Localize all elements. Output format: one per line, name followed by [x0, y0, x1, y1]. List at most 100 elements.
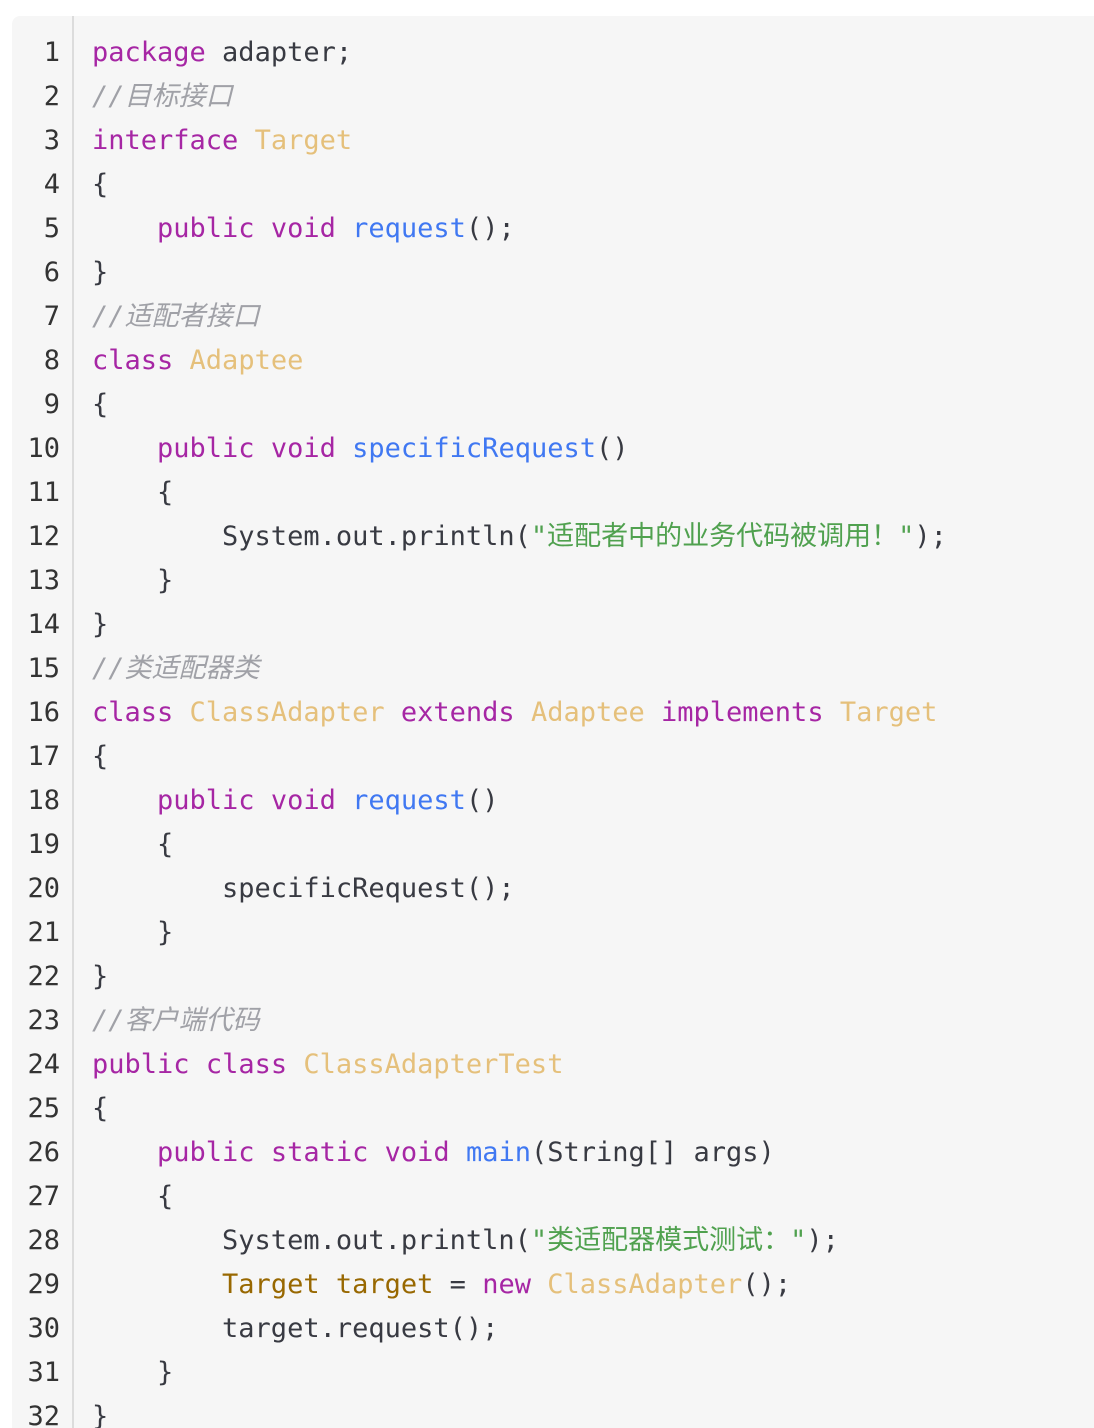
code-token: public: [157, 433, 255, 464]
code-token: Adaptee: [530, 697, 645, 728]
code-token: ();: [742, 1269, 792, 1300]
code-token: class: [92, 697, 174, 728]
code-text: {: [92, 471, 173, 515]
line-number: 25: [27, 1093, 60, 1124]
code-line: 4{: [12, 163, 1094, 207]
line-number: 1: [43, 37, 60, 68]
code-token: [92, 1137, 157, 1168]
code-token: }: [92, 609, 109, 640]
code-lines: 1 package adapter; 2//目标接口 3 interface Targe…: [12, 31, 1094, 1428]
code-text: System.out.println("适配者中的业务代码被调用！");: [92, 515, 947, 559]
code-token: package: [92, 37, 206, 68]
line-number: 11: [27, 477, 60, 508]
line-number: 31: [27, 1357, 60, 1388]
code-line: 27 {: [12, 1175, 1094, 1219]
code-token: [320, 1269, 336, 1300]
code-token: implements: [661, 697, 824, 728]
code-block: 1 package adapter; 2//目标接口 3 interface Targe…: [12, 16, 1094, 1428]
line-number-gutter: [12, 16, 74, 1428]
code-line: 20 specificRequest();: [12, 867, 1094, 911]
code-token: class: [205, 1049, 288, 1080]
code-token: [824, 697, 840, 728]
line-number: 3: [43, 125, 60, 156]
code-token: specificRequest();: [92, 873, 515, 904]
code-token: Target: [839, 697, 938, 728]
code-token: public: [157, 213, 255, 244]
code-token: "适配者中的业务代码被调用！": [530, 521, 915, 552]
code-line: 31 }: [12, 1351, 1094, 1395]
code-token: adapter;: [205, 37, 353, 68]
code-token: void: [384, 1137, 450, 1168]
code-line: 19 {: [12, 823, 1094, 867]
code-text: public void request(): [92, 779, 498, 823]
code-line: 12 System.out.println("适配者中的业务代码被调用！");: [12, 515, 1094, 559]
code-line: 30 target.request();: [12, 1307, 1094, 1351]
line-number: 21: [27, 917, 60, 948]
code-text: System.out.println("类适配器模式测试：");: [92, 1219, 839, 1263]
code-token: void: [270, 785, 336, 816]
line-number: 6: [43, 257, 60, 288]
code-token: void: [270, 433, 336, 464]
code-line: 21 }: [12, 911, 1094, 955]
code-text: class ClassAdapter extends Adaptee imple…: [92, 691, 937, 735]
code-line: 32}: [12, 1395, 1094, 1428]
code-token: [531, 1269, 547, 1300]
code-text: }: [92, 1395, 108, 1428]
code-line: 29 Target target = new ClassAdapter();: [12, 1263, 1094, 1307]
code-token: [92, 785, 157, 816]
code-text: public void request();: [92, 207, 515, 251]
code-token: ClassAdapter: [547, 1269, 743, 1300]
code-line: 11 {: [12, 471, 1094, 515]
line-number: 26: [27, 1137, 60, 1168]
code-text: //客户端代码: [92, 999, 260, 1043]
code-line: 2//目标接口: [12, 75, 1094, 119]
code-line: 17{: [12, 735, 1094, 779]
code-text: public void specificRequest(): [92, 427, 628, 471]
code-token: extends: [400, 697, 515, 728]
line-number: 17: [27, 741, 60, 772]
code-token: System.out.println(: [92, 1225, 531, 1256]
code-token: //客户端代码: [92, 1005, 260, 1036]
code-line: 25 {: [12, 1087, 1094, 1131]
line-number: 27: [27, 1181, 60, 1212]
code-token: ClassAdapter: [189, 697, 385, 728]
code-token: interface: [92, 125, 239, 156]
code-token: "类适配器模式测试：": [530, 1225, 807, 1256]
code-token: new: [482, 1269, 531, 1300]
line-number: 8: [43, 345, 60, 376]
code-line: 1 package adapter;: [12, 31, 1094, 75]
code-token: {: [92, 477, 174, 508]
code-token: (String[] args): [530, 1137, 775, 1168]
code-token: }: [92, 565, 174, 596]
code-token: {: [92, 389, 109, 420]
code-token: ();: [465, 213, 515, 244]
code-token: );: [806, 1225, 839, 1256]
code-line: 18 public void request(): [12, 779, 1094, 823]
code-token: [645, 697, 661, 728]
code-token: //类适配器类: [92, 653, 260, 684]
code-token: //目标接口: [92, 81, 233, 112]
code-token: public: [157, 1137, 255, 1168]
code-line: 9{: [12, 383, 1094, 427]
code-token: (): [465, 785, 499, 816]
code-line: 14}: [12, 603, 1094, 647]
code-token: }: [92, 257, 109, 288]
line-number: 23: [27, 1005, 60, 1036]
code-token: [336, 433, 352, 464]
code-token: {: [92, 829, 174, 860]
code-token: main: [465, 1137, 531, 1168]
line-number: 22: [27, 961, 60, 992]
code-token: [173, 697, 189, 728]
code-token: request: [352, 213, 466, 244]
code-text: Target target = new ClassAdapter();: [92, 1263, 791, 1307]
code-token: [92, 433, 157, 464]
line-number: 10: [27, 433, 60, 464]
code-token: {: [92, 1093, 109, 1124]
code-token: Adaptee: [189, 345, 304, 376]
line-number: 15: [27, 653, 60, 684]
code-text: {: [92, 383, 108, 427]
line-number: 28: [27, 1225, 60, 1256]
code-text: }: [92, 955, 108, 999]
